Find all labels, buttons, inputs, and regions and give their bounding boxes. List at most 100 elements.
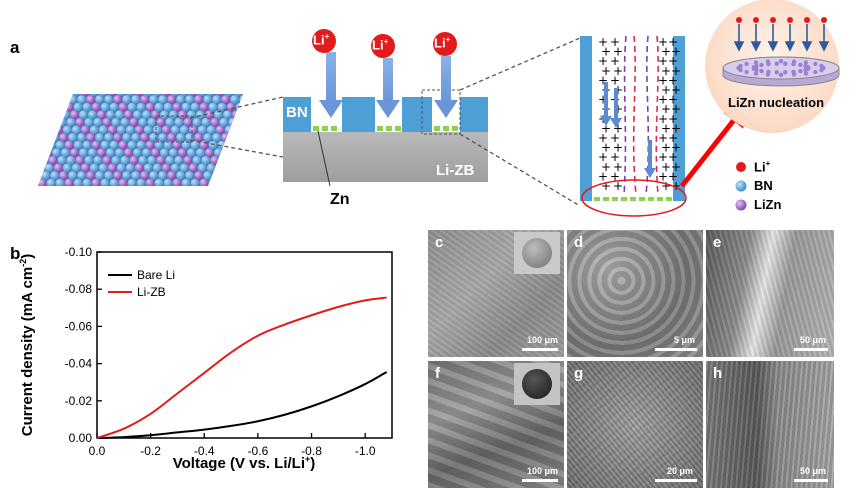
zoom-lines-right	[459, 37, 581, 207]
lattice-atom	[29, 179, 38, 188]
lattice-atom	[254, 179, 263, 188]
nucleation-label: LiZn nucleation	[728, 95, 825, 110]
legend-label-li-zb: Li-ZB	[137, 285, 166, 299]
plus-charge: +	[613, 64, 623, 78]
lattice-atom	[134, 163, 144, 173]
lattice-atom	[16, 148, 25, 157]
legend-bn-marker	[735, 180, 747, 192]
lattice-atom	[291, 80, 300, 89]
lattice-atom	[194, 95, 204, 104]
scale-bar-c	[522, 348, 558, 351]
lizn-dot	[759, 62, 764, 68]
lattice-atom	[154, 178, 164, 186]
lattice-atom	[181, 102, 191, 112]
lattice-atom	[237, 117, 243, 127]
lattice-atom	[261, 87, 270, 96]
lattice-atom	[245, 141, 254, 150]
li-zb-label: Li-ZB	[436, 162, 475, 179]
lattice-atom	[104, 133, 113, 142]
plus-charge: +	[601, 179, 611, 193]
lizn-dot	[819, 67, 824, 73]
lattice-atom	[100, 102, 110, 112]
lattice-atom	[86, 95, 95, 104]
lattice-atom	[102, 117, 112, 127]
lattice-atom	[242, 125, 243, 135]
plus-charge: +	[671, 102, 681, 116]
lattice-atom	[196, 148, 205, 158]
lattice-atom	[75, 80, 84, 89]
lattice-atom	[181, 178, 191, 186]
lattice-atom	[208, 140, 218, 150]
lattice-atom	[64, 140, 74, 150]
lattice-atom	[264, 80, 273, 89]
lattice-atom	[181, 140, 191, 150]
lattice-atom	[237, 80, 246, 89]
lattice-atom	[246, 80, 255, 89]
lattice-atom	[264, 156, 273, 165]
lattice-atom	[161, 94, 171, 97]
lattice-atom	[84, 117, 94, 127]
lattice-atom	[282, 80, 291, 89]
lattice-atom	[125, 125, 135, 135]
lattice-atom	[138, 80, 147, 89]
lizn-dot	[803, 60, 809, 65]
plus-charge: +	[601, 141, 611, 155]
lattice-atom	[44, 163, 54, 173]
series-line-bare-li	[96, 371, 388, 439]
lattice-atom	[41, 133, 50, 142]
lattice-atom	[245, 179, 254, 188]
lizn-dot	[778, 59, 784, 64]
lattice-atom	[266, 133, 275, 142]
y-tick-label: 0.00	[69, 431, 93, 445]
lattice-atom	[46, 102, 56, 112]
lattice-atom	[59, 133, 68, 142]
lattice-atom	[38, 140, 47, 150]
lattice-atom	[215, 94, 225, 97]
lattice-atom	[199, 178, 209, 186]
plus-charge: +	[613, 45, 623, 59]
lattice-atom	[242, 163, 243, 173]
lattice-atom	[140, 171, 150, 180]
lattice-atom	[12, 156, 21, 165]
lattice-atom	[86, 133, 95, 142]
plus-charge: +	[610, 54, 620, 68]
lattice-atom	[210, 117, 220, 127]
lattice-atom	[38, 125, 45, 135]
lattice-atom	[288, 87, 297, 96]
lattice-atom	[250, 148, 259, 157]
lattice-atom	[118, 102, 128, 112]
bn-block	[460, 97, 488, 132]
plus-charge: +	[613, 102, 623, 116]
lattice-atom	[197, 163, 207, 173]
lattice-atom	[89, 94, 99, 97]
flux-arrows	[600, 82, 656, 178]
lattice-atom	[11, 179, 20, 188]
sem-panel-d: d 5 μm	[567, 230, 703, 357]
lattice-atom	[9, 163, 18, 172]
lattice-atom	[38, 171, 41, 180]
red-arrow	[680, 101, 749, 188]
lattice-atom	[136, 102, 146, 112]
lattice-atom	[62, 94, 72, 97]
lattice-atom	[147, 155, 157, 165]
lattice-atom	[48, 80, 57, 89]
y-tick-label: -0.02	[65, 394, 93, 408]
lattice-atom	[107, 163, 117, 173]
lattice-atom	[39, 117, 49, 127]
lattice-atom	[257, 133, 266, 142]
plus-charge: +	[598, 73, 608, 87]
lattice-atom	[248, 171, 257, 180]
lattice-atom	[46, 178, 56, 186]
lattice-atom	[272, 141, 281, 150]
lattice-atom	[129, 155, 139, 165]
lsv-chart: 0.0-0.2-0.4-0.6-0.8-1.00.00-0.02-0.04-0.…	[18, 245, 393, 472]
lattice-atom	[221, 95, 231, 104]
lattice-atom	[263, 141, 272, 150]
dashed-flux-lines	[623, 35, 659, 196]
lattice-atom	[75, 155, 85, 165]
lattice-atom	[161, 163, 171, 173]
panel-label-g: g	[574, 365, 584, 382]
lattice-atom	[219, 155, 229, 165]
lattice-atom	[133, 148, 142, 158]
zoom-box	[155, 115, 193, 143]
